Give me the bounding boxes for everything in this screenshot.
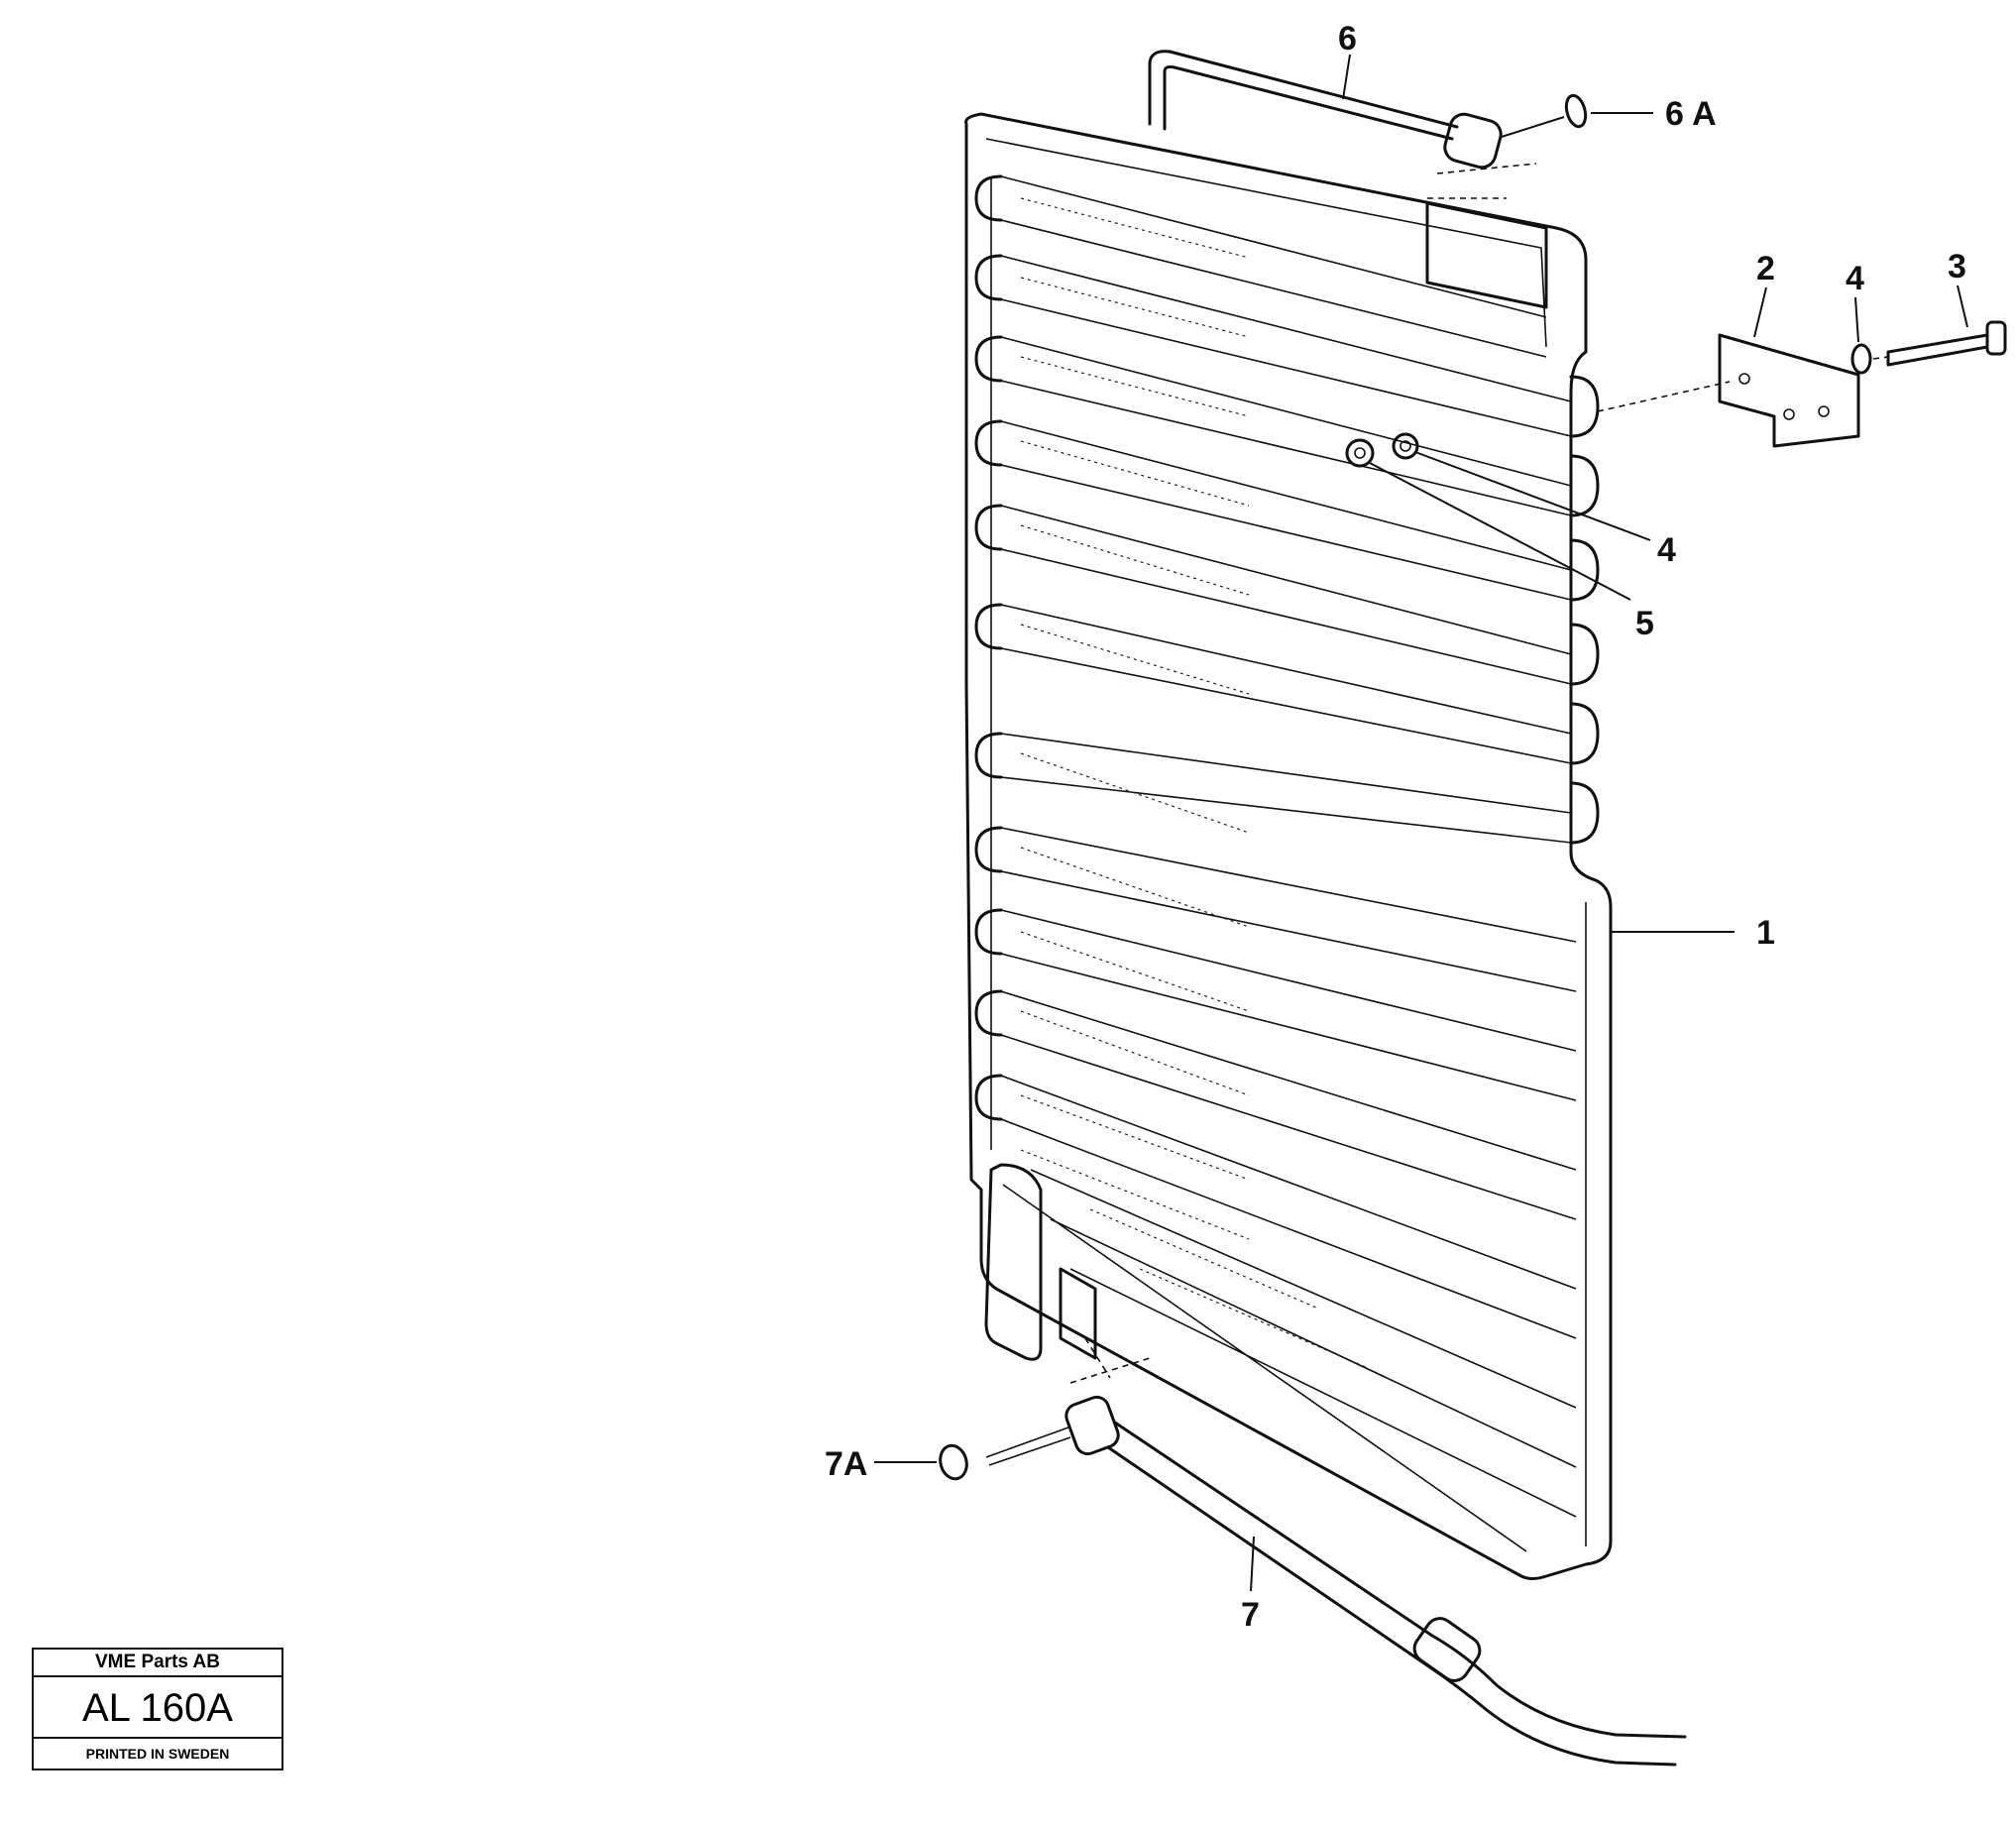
callout-1: 1 (1756, 914, 1775, 952)
washer-4-top (1850, 343, 1872, 375)
bolt-3 (1872, 320, 2007, 367)
pipe-6 (1148, 50, 1537, 199)
callout-labels: 6 6 A 2 4 3 4 5 1 7A 7 (825, 20, 1966, 1634)
callout-5: 5 (1635, 605, 1654, 642)
callout-7a: 7A (825, 1445, 867, 1483)
title-block: VME Parts AB AL 160A PRINTED IN SWEDEN (32, 1648, 283, 1770)
callout-4-top: 4 (1846, 260, 1864, 297)
company-name: VME Parts AB (34, 1650, 281, 1677)
condenser-body (964, 112, 1613, 1580)
callout-7: 7 (1241, 1596, 1260, 1634)
callout-6a: 6 A (1665, 95, 1717, 133)
o-ring-6a (1501, 93, 1588, 138)
nut-5 (1345, 438, 1375, 468)
callout-3: 3 (1948, 248, 1966, 285)
pipe-7 (1064, 1337, 1687, 1767)
drawing-code: AL 160A (34, 1677, 281, 1739)
o-ring-7a (939, 1427, 1071, 1481)
printed-note: PRINTED IN SWEDEN (85, 1746, 230, 1762)
callout-6: 6 (1338, 20, 1357, 57)
bracket-2 (1597, 333, 1860, 448)
washer-4-mid (1392, 432, 1419, 460)
callout-2: 2 (1756, 250, 1775, 287)
leader-lines (874, 54, 1968, 1592)
callout-4-mid: 4 (1657, 531, 1676, 569)
